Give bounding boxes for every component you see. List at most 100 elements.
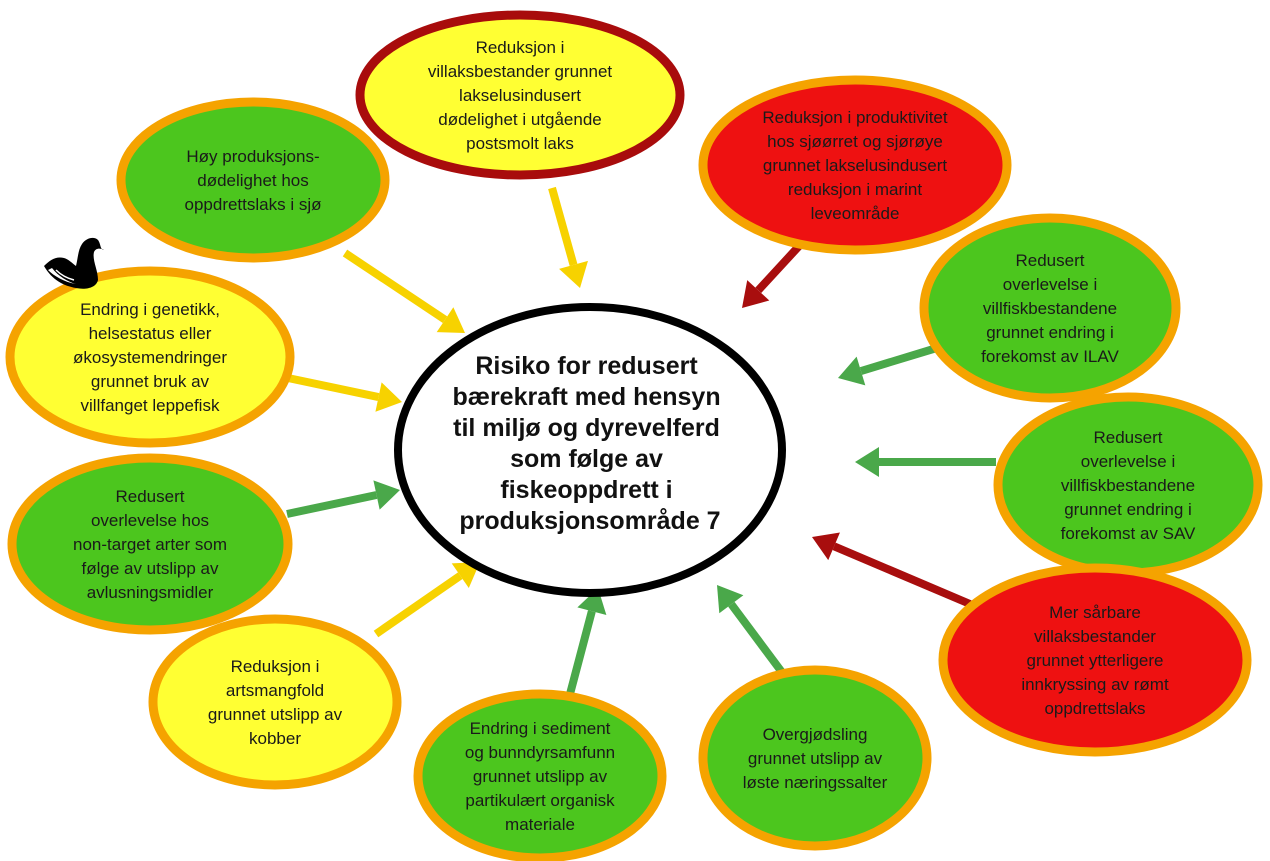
center-line-3: som følge av — [510, 445, 663, 473]
node-kobber: Reduksjon i artsmangfold grunnet utslipp a… — [148, 614, 402, 790]
node-ellipse — [919, 213, 1181, 403]
node-line: og bunndyrsamfunn — [465, 743, 615, 762]
node-line: villaksbestander — [1034, 627, 1156, 646]
node-line: følge av utslipp av — [81, 559, 219, 578]
node-line: hos sjøørret og sjørøye — [767, 132, 943, 151]
node-line: Redusert — [1094, 428, 1163, 447]
center-ellipse — [394, 303, 786, 597]
node-line: artsmangfold — [226, 681, 324, 700]
node-line: økosystemendringer — [73, 348, 227, 367]
nodes-layer: Reduksjon i villaksbestander grunnet lakse… — [5, 10, 1263, 861]
node-line: grunnet ytterligere — [1026, 651, 1163, 670]
node-text: Reduksjon i produktivitet hos sjøørret og… — [762, 108, 947, 223]
node-line: løste næringssalter — [743, 773, 888, 792]
center-node: Risiko for redusert bærekraft med hensyn… — [394, 303, 786, 597]
center-line-2: til miljø og dyrevelferd — [453, 414, 720, 442]
node-line: overlevelse i — [1003, 275, 1098, 294]
arrow-shaft — [373, 572, 463, 638]
node-ellipse — [698, 75, 1012, 255]
node-line: Reduksjon i — [476, 38, 565, 57]
center-line-5: produksjonsområde 7 — [459, 507, 720, 535]
arrow-head — [375, 382, 402, 412]
center-line-1: bærekraft med hensyn — [452, 383, 720, 411]
node-villaks-lakselus: Reduksjon i villaksbestander grunnet lakse… — [355, 10, 685, 180]
arrow-head — [812, 532, 840, 561]
node-line: villfanget leppefisk — [81, 396, 220, 415]
node-ellipse — [7, 453, 293, 635]
node-line: villfiskbestandene — [1061, 476, 1195, 495]
arrow-shaft — [287, 374, 380, 401]
node-line: lakselusindusert — [459, 86, 581, 105]
node-text: Redusert overlevelse i villfiskbestandene g… — [981, 251, 1119, 366]
node-line: oppdrettslaks — [1044, 699, 1145, 718]
node-line: kobber — [249, 729, 301, 748]
black-swan-icon — [44, 237, 104, 289]
node-text: Redusert overlevelse i villfiskbestandene g… — [1061, 428, 1196, 543]
arrow-head — [717, 585, 744, 614]
node-line: dødelighet i utgående — [438, 110, 602, 129]
node-text: Reduksjon i artsmangfold grunnet utslipp a… — [208, 657, 343, 748]
arrow-romt-oppdrettslaks — [812, 532, 972, 608]
node-line: Reduksjon i produktivitet — [762, 108, 947, 127]
node-line: grunnet utslipp av — [208, 705, 343, 724]
arrow-overgjodsling — [717, 585, 794, 686]
node-ellipse — [148, 614, 402, 790]
arrow-head — [838, 356, 866, 386]
node-ellipse — [5, 266, 295, 448]
arrow-shaft — [286, 491, 378, 518]
arrow-shaft — [342, 249, 448, 324]
arrow-leppefisk — [287, 374, 402, 412]
node-sav: Redusert overlevelse i villfiskbestandene g… — [993, 392, 1263, 578]
arrow-kobber — [373, 562, 480, 638]
node-ellipse — [698, 665, 932, 851]
node-ilav: Redusert overlevelse i villfiskbestandene g… — [919, 213, 1181, 403]
arrow-head — [436, 307, 465, 333]
arrow-sav — [855, 447, 996, 477]
arrow-head — [559, 260, 588, 288]
node-ellipse — [116, 97, 390, 263]
node-line: helsestatus eller — [89, 324, 212, 343]
center-line-0: Risiko for redusert — [475, 352, 698, 380]
arrow-sjoorret-sjoroye — [742, 242, 803, 308]
node-line: villaksbestander grunnet — [428, 62, 613, 81]
center-title: Risiko for redusert bærekraft med hensyn… — [452, 352, 727, 535]
arrow-ilav — [838, 343, 942, 386]
arrow-shaft — [566, 610, 596, 696]
node-line: Redusert — [1016, 251, 1085, 270]
node-line: grunnet endring i — [986, 323, 1114, 342]
arrow-sediment — [566, 588, 607, 696]
node-line: innkryssing av rømt — [1021, 675, 1169, 694]
arrow-head — [742, 280, 770, 308]
node-line: Endring i sediment — [470, 719, 611, 738]
arrow-avlusningsmidler — [286, 480, 400, 518]
node-line: Reduksjon i — [231, 657, 320, 676]
node-line: Mer sårbare — [1049, 603, 1141, 622]
node-ellipse — [938, 563, 1252, 757]
node-line: leveområde — [811, 204, 900, 223]
node-line: overlevelse i — [1081, 452, 1176, 471]
node-line: avlusningsmidler — [87, 583, 214, 602]
arrow-head — [451, 562, 480, 588]
node-ellipse — [355, 10, 685, 180]
arrow-shaft — [755, 242, 803, 294]
node-romt-oppdrettslaks: Mer sårbare villaksbestander grunnet ytter… — [938, 563, 1252, 757]
node-line: Redusert — [116, 487, 185, 506]
node-line: grunnet bruk av — [91, 372, 210, 391]
node-line: grunnet utslipp av — [748, 749, 883, 768]
node-line: forekomst av SAV — [1061, 524, 1196, 543]
node-line: grunnet endring i — [1064, 500, 1192, 519]
node-sjoorret-sjoroye: Reduksjon i produktivitet hos sjøørret og… — [698, 75, 1012, 255]
node-line: reduksjon i marint — [788, 180, 922, 199]
node-line: villfiskbestandene — [983, 299, 1117, 318]
arrow-head — [373, 480, 400, 510]
